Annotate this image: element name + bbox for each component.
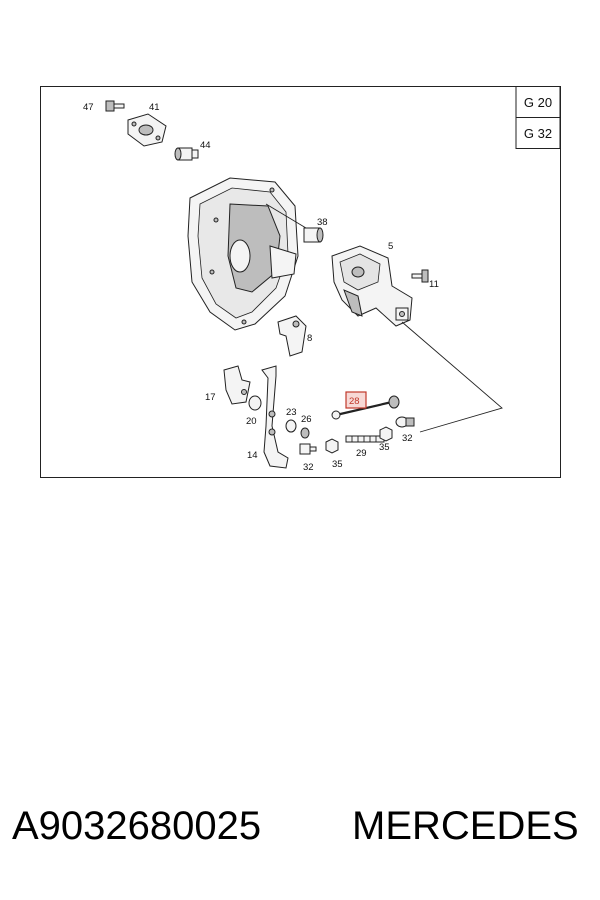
- group-label-g20: G 20: [524, 95, 552, 110]
- ball-joint-part: [395, 416, 415, 428]
- callout-20: 20: [246, 416, 257, 427]
- clip-part: [285, 419, 297, 433]
- exploded-view-drawing: G 20 G 32: [40, 86, 561, 478]
- callout-47: 47: [83, 102, 94, 113]
- callout-8: 8: [307, 333, 312, 344]
- part-number: A9032680025: [12, 804, 262, 848]
- callout-41: 41: [149, 102, 160, 113]
- sensor-part: [277, 315, 307, 357]
- callout-5: 5: [388, 241, 393, 252]
- callout-29: 29: [356, 448, 367, 459]
- group-label-box: G 20 G 32: [515, 86, 561, 149]
- callout-35-lower: 35: [332, 459, 343, 470]
- pivot-bolt-part: [299, 443, 317, 455]
- callout-14: 14: [247, 450, 258, 461]
- callout-23: 23: [286, 407, 297, 418]
- callout-32-right: 32: [402, 433, 413, 444]
- callout-11: 11: [429, 279, 439, 290]
- ring-part: [300, 427, 310, 439]
- nut-part-right: [379, 426, 393, 442]
- callout-26: 26: [301, 414, 312, 425]
- callout-28: 28: [349, 396, 360, 407]
- callout-35-right: 35: [379, 442, 390, 453]
- callout-17: 17: [205, 392, 216, 403]
- diagram-border: [40, 86, 561, 478]
- transmission-housing: [187, 177, 317, 331]
- bolt-part: [105, 100, 125, 112]
- nut-part: [325, 438, 339, 454]
- flange-part: [127, 113, 167, 147]
- parts-diagram: G 20 G 32: [40, 86, 561, 478]
- bushing-part: [303, 227, 324, 243]
- callout-38: 38: [317, 217, 328, 228]
- callout-44: 44: [200, 140, 211, 151]
- callout-32-lower: 32: [303, 462, 314, 473]
- bracket-part: [223, 365, 251, 405]
- highlight-box: [345, 391, 367, 409]
- shift-lever-part: [261, 365, 289, 469]
- leader-line: [401, 321, 503, 433]
- bolt-part-11: [411, 269, 429, 283]
- sleeve-part: [174, 147, 199, 161]
- brand-name: MERCEDES: [352, 804, 579, 848]
- washer-part: [248, 395, 262, 411]
- shift-tower-part: [331, 245, 413, 327]
- group-label-g32: G 32: [524, 126, 552, 141]
